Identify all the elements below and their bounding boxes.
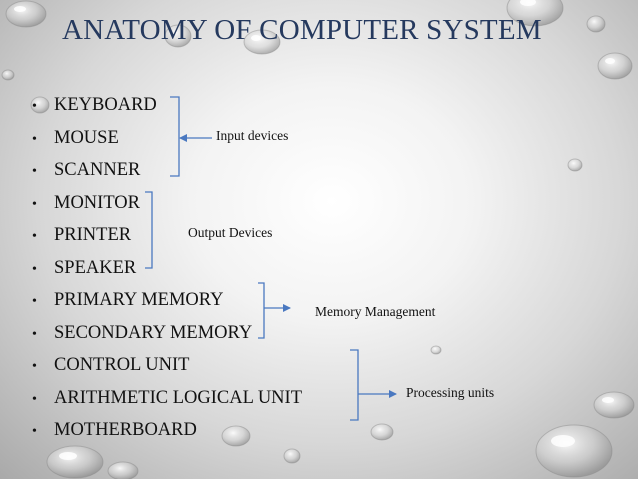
output-devices-label: Output Devices <box>188 225 273 240</box>
processing-units-label: Processing units <box>406 385 495 400</box>
bullet-glyph: • <box>32 99 37 114</box>
list-item: • SCANNER <box>32 157 302 190</box>
list-item: • KEYBOARD <box>32 92 302 125</box>
bullet-glyph: • <box>32 229 37 244</box>
bullet-glyph: • <box>32 359 37 374</box>
bullet-glyph: • <box>32 196 37 212</box>
memory-management-bracket <box>258 282 265 339</box>
bullet-glyph: • <box>32 424 37 439</box>
list-item-label: CONTROL UNIT <box>54 355 190 375</box>
bullet-glyph: • <box>32 261 37 277</box>
list-item: • PRINTER <box>32 222 302 255</box>
bullet-list: • KEYBOARD • MOUSE • SCANNER • MONITOR • PRIN… <box>32 92 302 450</box>
list-item-label: ARITHMETIC LOGICAL UNIT <box>54 387 302 408</box>
list-item-label: MONITOR <box>54 192 140 213</box>
list-item: • MONITOR <box>32 190 302 223</box>
list-item-label: KEYBOARD <box>54 95 157 115</box>
bullet-glyph: • <box>32 391 37 407</box>
bullet-glyph: • <box>32 164 37 179</box>
bullet-glyph: • <box>32 326 37 342</box>
list-item: • PRIMARY MEMORY <box>32 287 302 320</box>
input-devices-label: Input devices <box>216 128 289 143</box>
output-devices-bracket <box>145 191 153 269</box>
input-devices-bracket <box>170 96 180 177</box>
list-item: • MOUSE <box>32 125 302 158</box>
list-item: • ARITHMETIC LOGICAL UNIT <box>32 385 302 418</box>
list-item: • SECONDARY MEMORY <box>32 320 302 353</box>
list-item: • MOTHERBOARD <box>32 417 302 450</box>
list-item-label: MOUSE <box>54 127 119 148</box>
list-item-label: MOTHERBOARD <box>54 420 197 440</box>
memory-management-label: Memory Management <box>315 304 436 319</box>
list-item-label: PRINTER <box>54 225 132 245</box>
bullet-glyph: • <box>32 294 37 309</box>
list-item-label: PRIMARY MEMORY <box>54 290 224 310</box>
list-item-label: SPEAKER <box>54 257 137 278</box>
bullet-glyph: • <box>32 131 37 147</box>
list-item: • CONTROL UNIT <box>32 352 302 385</box>
list-item-label: SCANNER <box>54 160 141 180</box>
list-item: • SPEAKER <box>32 255 302 288</box>
processing-units-bracket <box>350 349 359 421</box>
slide-title: ANATOMY OF COMPUTER SYSTEM <box>62 14 542 46</box>
list-item-label: SECONDARY MEMORY <box>54 322 253 343</box>
